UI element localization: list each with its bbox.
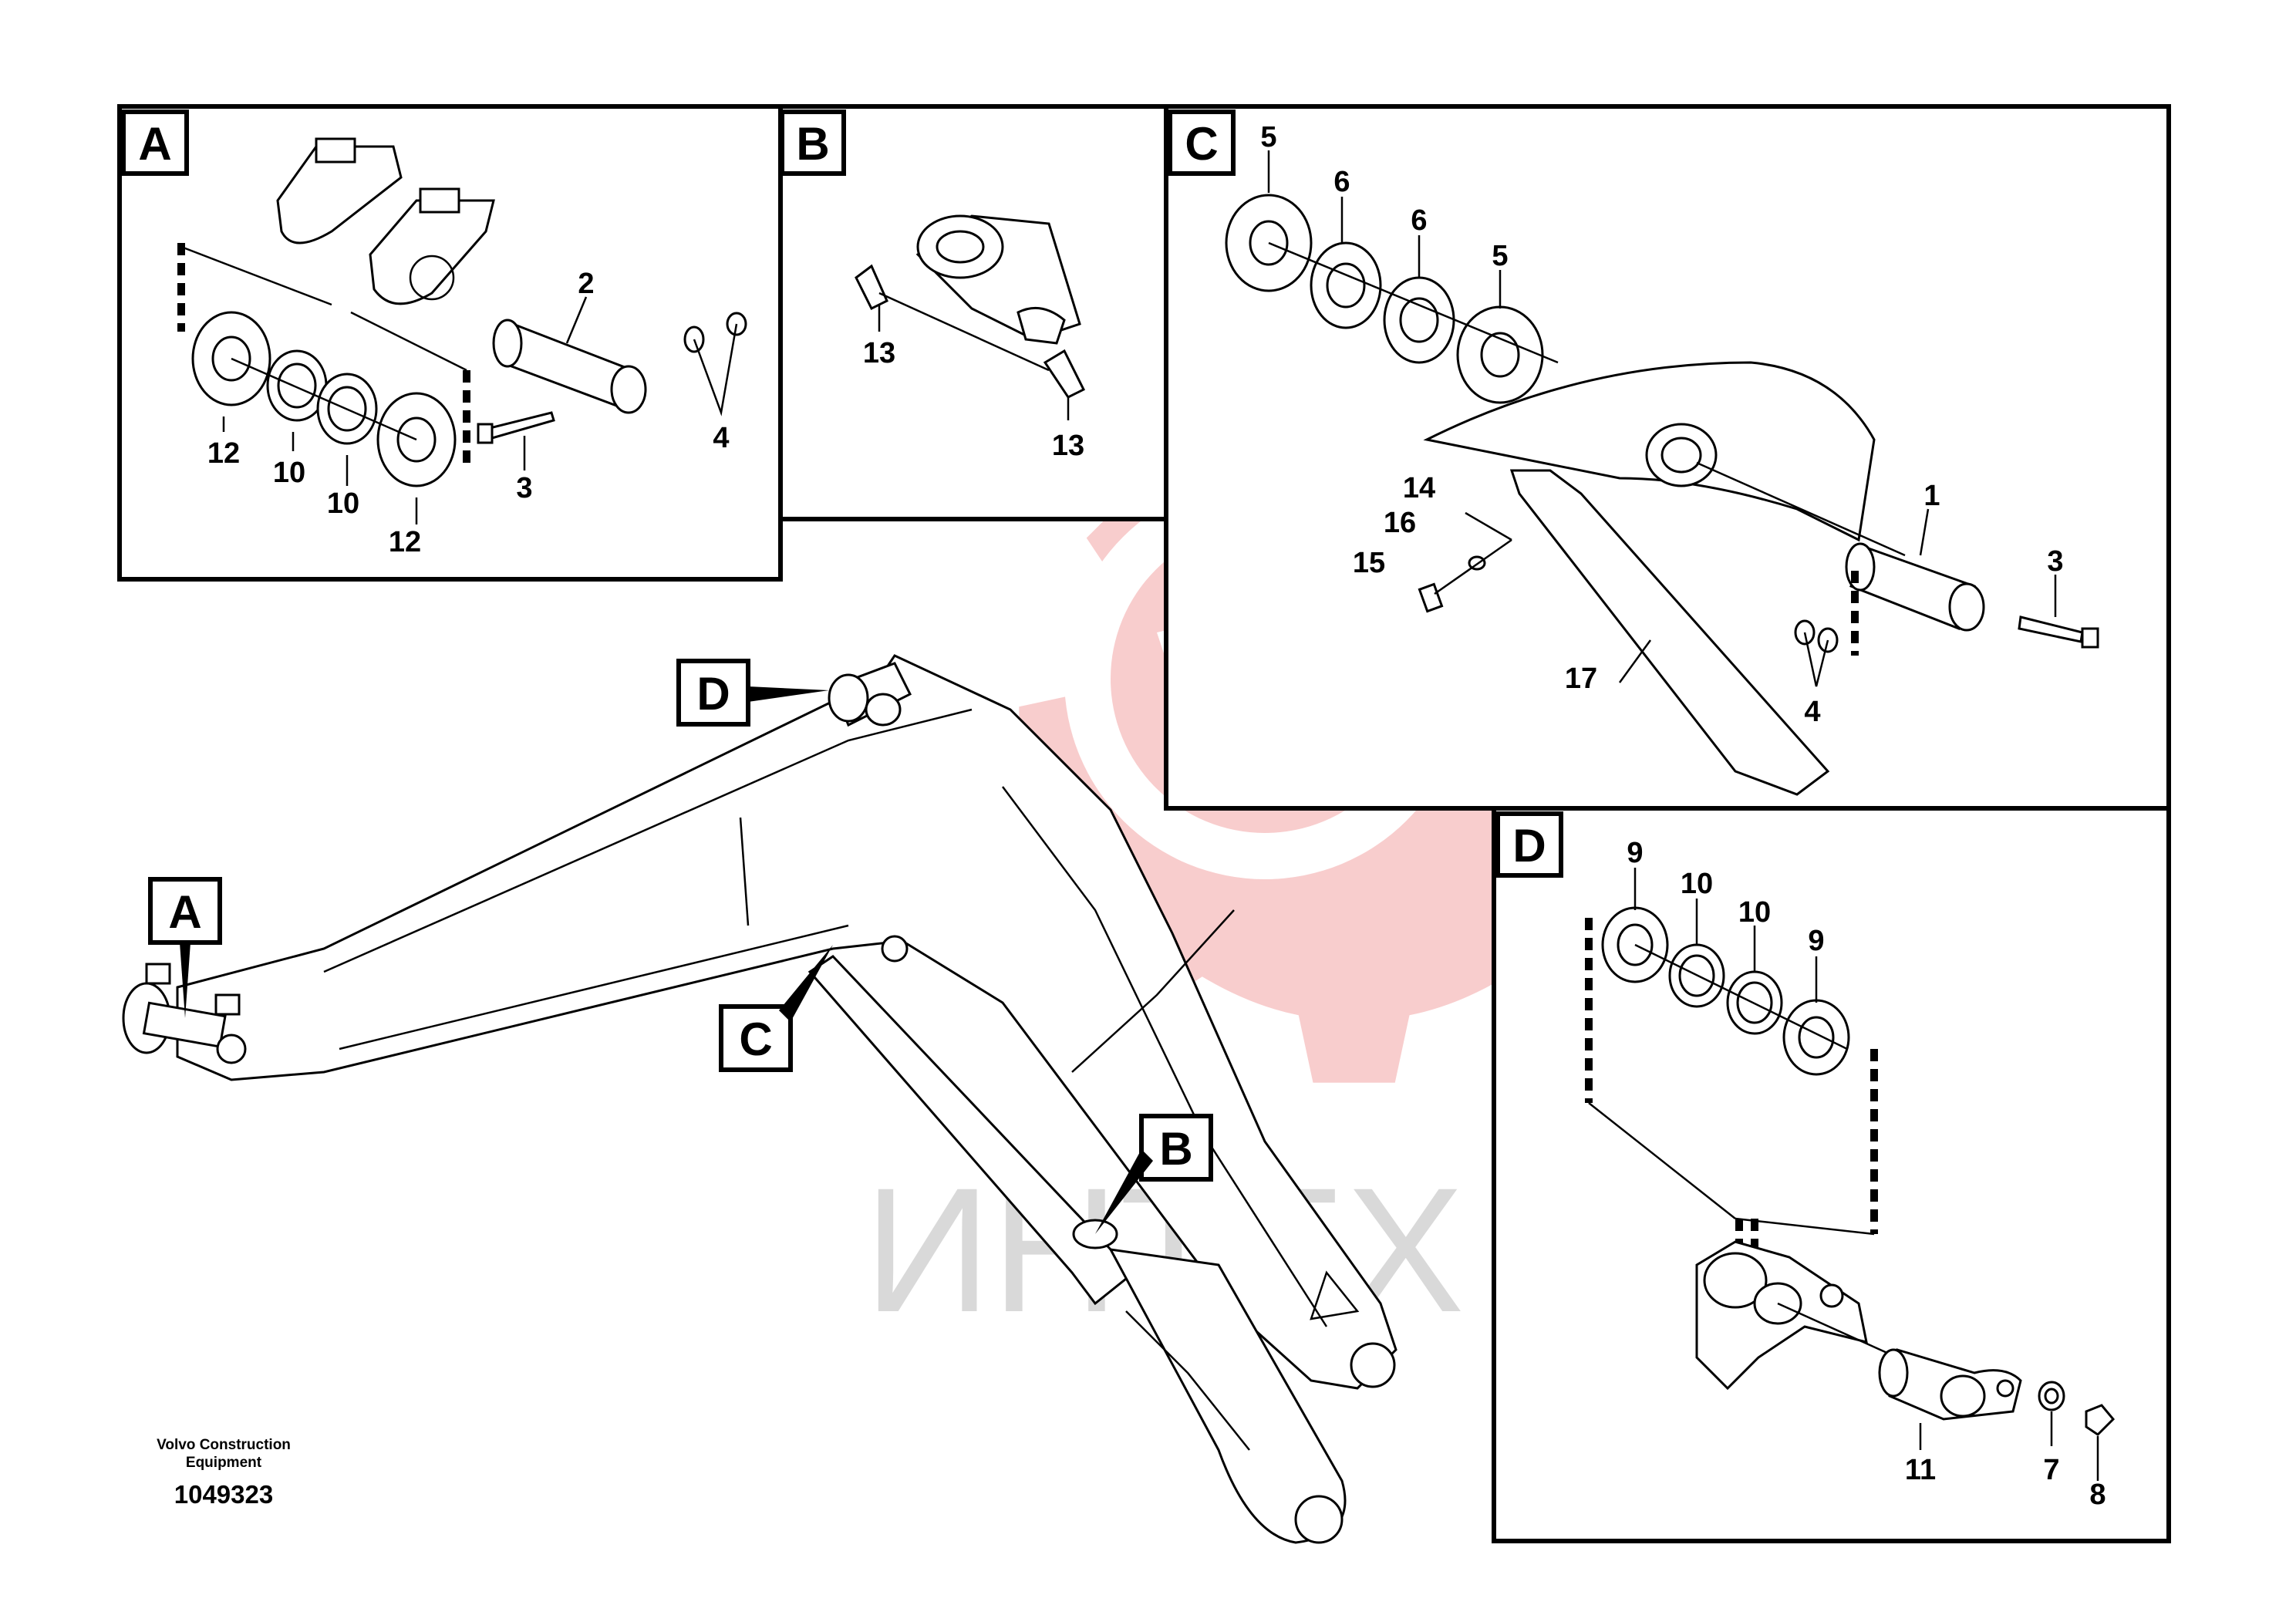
callout-d-10-b: 10: [1738, 896, 1771, 929]
manufacturer-line2: Equipment: [185, 1455, 262, 1471]
callout-a-3: 3: [516, 472, 532, 504]
callout-c-6: 6: [1333, 166, 1350, 198]
callout-d-8: 8: [2089, 1479, 2106, 1511]
callout-d-10: 10: [1681, 868, 1713, 900]
drawing-number: 1049323: [174, 1480, 274, 1509]
callout-c-4: 4: [1804, 696, 1820, 728]
callout-c-5-b: 5: [1492, 240, 1508, 272]
main-boom-view: [122, 654, 1397, 1544]
callout-c-5: 5: [1260, 121, 1276, 153]
callout-a-12: 12: [207, 437, 240, 470]
callout-d-11: 11: [1905, 1454, 1936, 1486]
callout-a-2: 2: [578, 268, 594, 300]
callout-c-17: 17: [1565, 663, 1597, 695]
svg-text:A: A: [138, 118, 171, 170]
panel-c: C: [1164, 104, 2171, 811]
callout-b-13-b: 13: [1052, 430, 1084, 462]
svg-text:B: B: [1159, 1123, 1192, 1175]
callout-c-14: 14: [1403, 472, 1435, 504]
callout-c-1: 1: [1923, 480, 1940, 512]
svg-text:A: A: [168, 886, 201, 938]
callout-d-9-b: 9: [1808, 925, 1824, 957]
callout-c-3: 3: [2047, 545, 2063, 578]
svg-text:C: C: [1185, 118, 1218, 170]
svg-text:B: B: [796, 118, 829, 170]
panel-a: A 2: [117, 104, 783, 582]
footer-block: Volvo Construction Equipment 1049323: [116, 1436, 332, 1510]
pointer-a: A: [148, 877, 222, 1018]
pointer-d: D: [676, 659, 829, 727]
callout-d-9: 9: [1627, 837, 1643, 869]
pointer-c: C: [719, 945, 833, 1072]
svg-text:D: D: [696, 668, 730, 720]
callout-a-10: 10: [273, 457, 305, 489]
pointer-b: B: [1095, 1114, 1213, 1234]
callout-b-13: 13: [863, 337, 895, 369]
callout-d-7: 7: [2043, 1454, 2059, 1486]
callout-a-12-b: 12: [389, 526, 421, 558]
callout-a-10-b: 10: [327, 487, 359, 520]
svg-text:D: D: [1512, 820, 1546, 872]
panel-b: B 13 13: [778, 104, 1168, 521]
callout-c-6-b: 6: [1411, 204, 1427, 237]
svg-text:C: C: [739, 1013, 772, 1065]
callout-c-16: 16: [1384, 507, 1416, 539]
callout-a-4: 4: [713, 422, 729, 454]
manufacturer-line1: Volvo Construction: [157, 1437, 291, 1453]
callout-c-15: 15: [1353, 547, 1385, 579]
panel-d: D: [1492, 806, 2171, 1543]
